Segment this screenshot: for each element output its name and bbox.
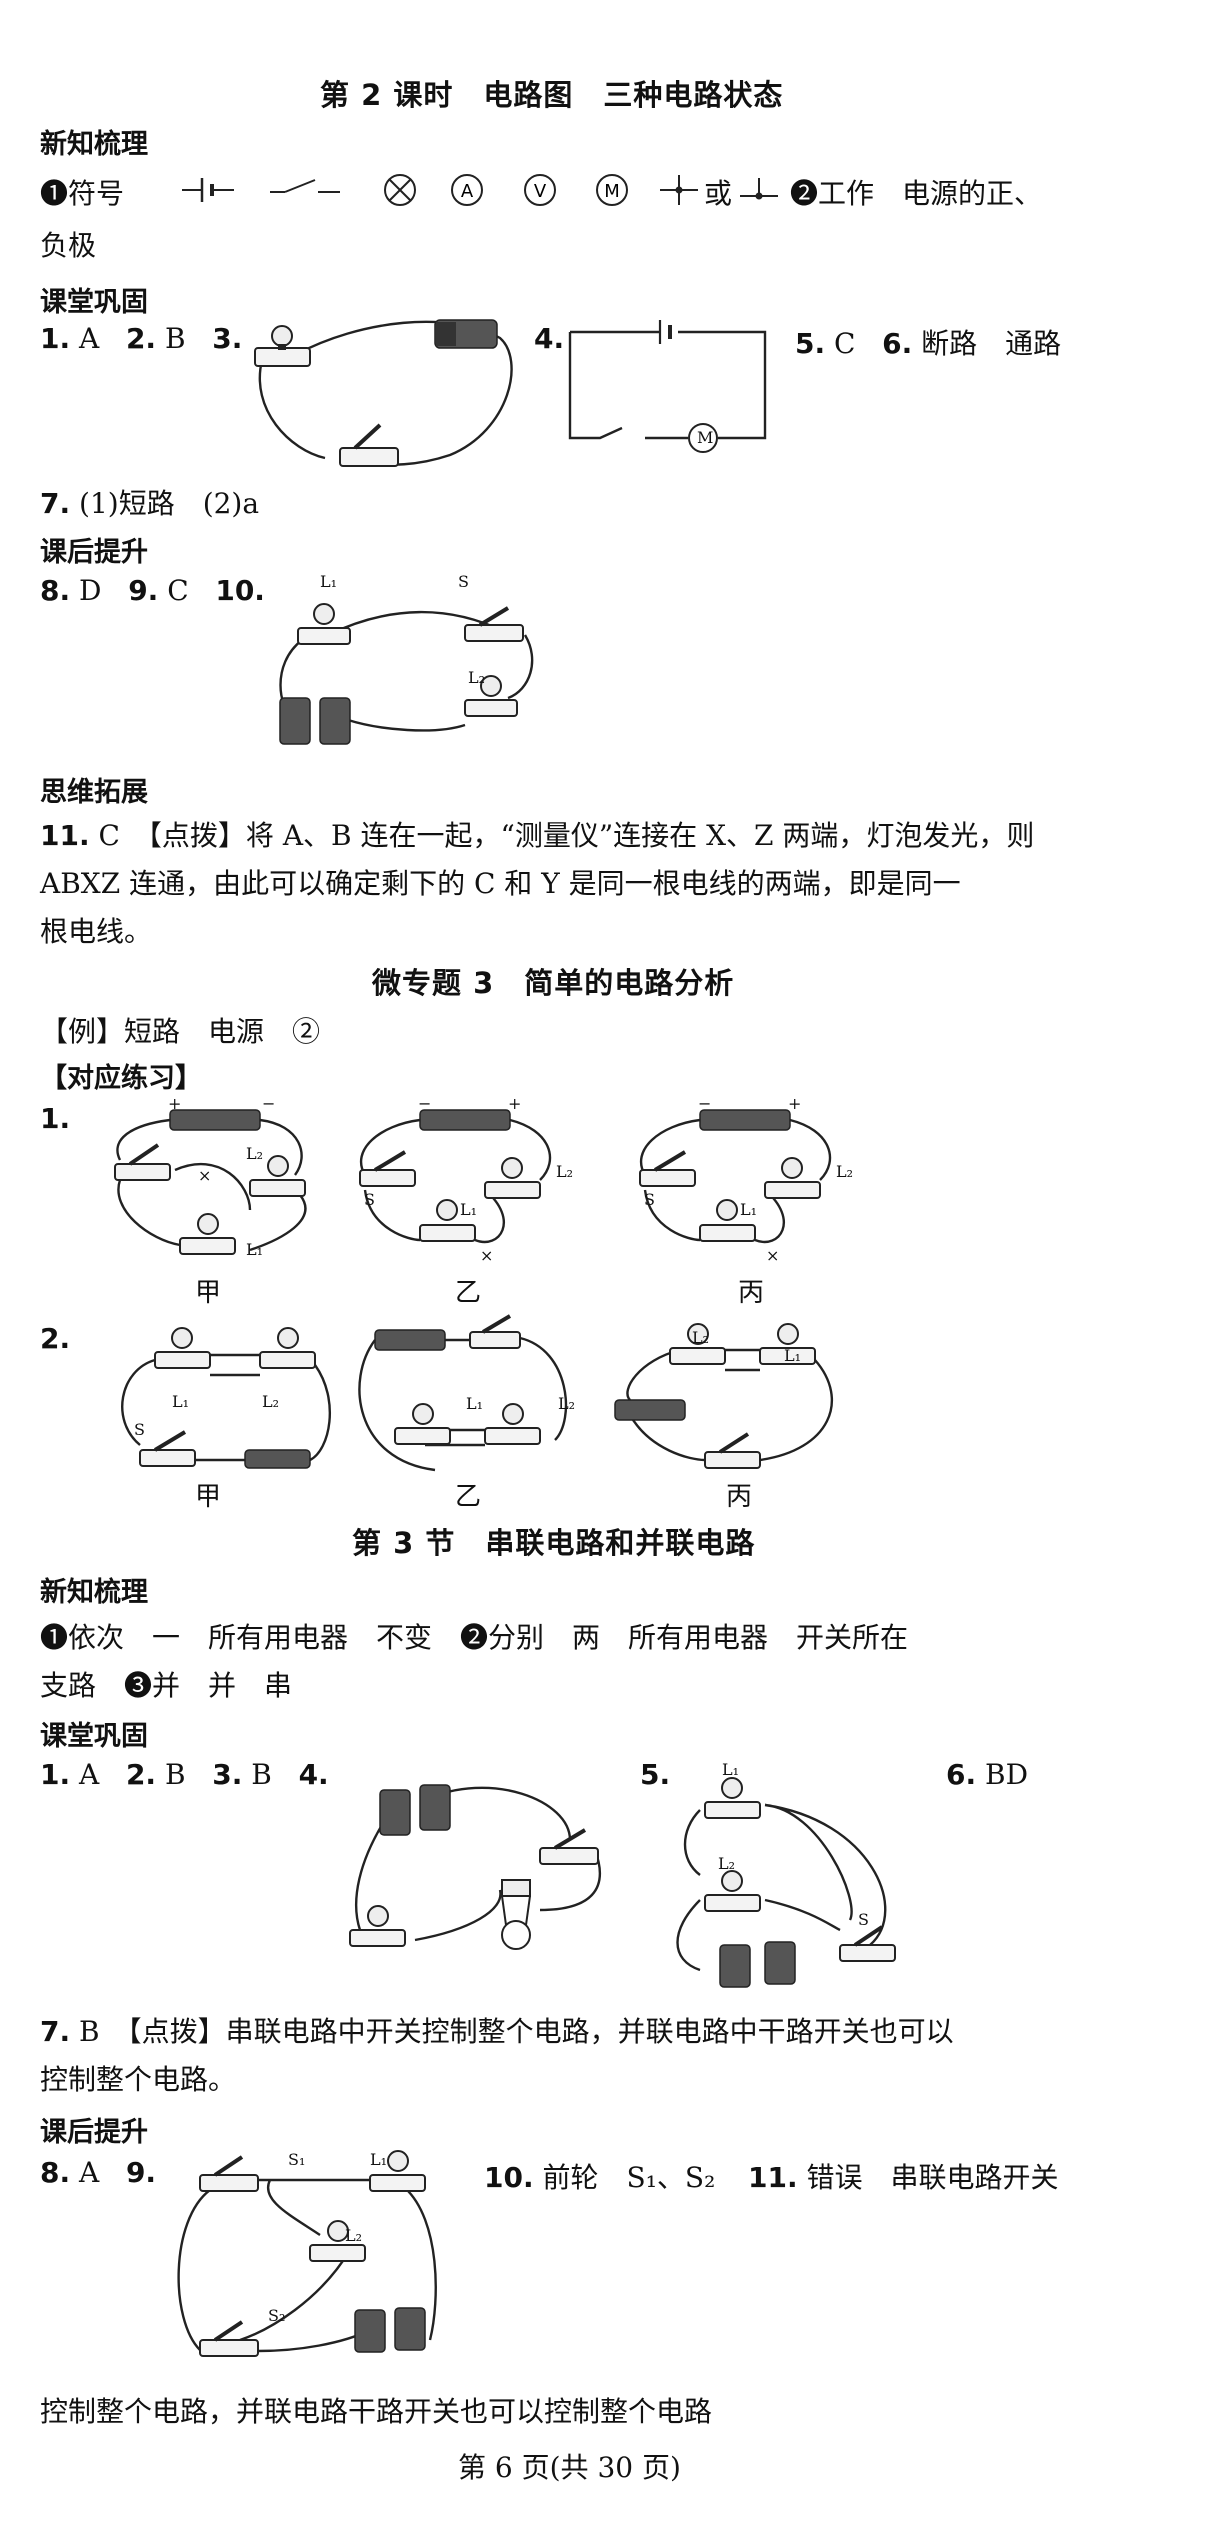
yi1-plus: + [508,1094,522,1113]
svg-text:V: V [534,181,547,202]
lesson3-answers-8-9: 8. A 9. [40,2156,157,2189]
bing1-L2: L₂ [836,1162,854,1181]
q9-S2: S₂ [268,2306,286,2325]
jia1-minus: − [262,1094,276,1113]
circuit-symbols: A V M [182,174,778,206]
q10-label-S: S [458,572,469,591]
lesson3-line2: 支路 ❸并 并 串 [40,1669,293,1702]
micro3-q1: 1. [40,1102,71,1135]
work-text: ❷工作 电源的正、 [790,177,1043,210]
answer-11-line3: 根电线。 [40,915,153,948]
jia1-L2: L₂ [246,1144,264,1163]
lesson3-q4-drawing [349,1784,601,1950]
junction-symbol-icon [660,175,698,205]
yi1-minus: − [418,1094,432,1113]
yi1-L1: L₁ [460,1200,478,1219]
jia2-L2: L₂ [262,1392,280,1411]
heading-xinzhi-3: 新知梳理 [40,1577,148,1608]
q4-motor-label: M [697,428,714,447]
symbol-line-prefix: ❶符号 [40,177,125,210]
caption-yi-2: 乙 [455,1482,482,1512]
lesson3-answer-6: 6. BD [946,1758,1029,1791]
bing2-L2: L₂ [692,1328,710,1347]
lesson3-line1: ❶依次 一 所有用电器 不变 ❷分别 两 所有用电器 开关所在 [40,1621,909,1654]
motor-symbol-icon: M [596,174,628,206]
page-footer: 第 6 页(共 30 页) [458,2451,681,2484]
micro3-q1-diagrams [114,1109,832,1255]
lesson3-answer-11-line2: 控制整个电路，并联电路干路开关也可以控制整个电路 [40,2395,713,2428]
lamp-symbol-icon [384,174,416,206]
micro3-q2: 2. [40,1322,71,1355]
heading-kehou-3: 课后提升 [40,2117,148,2148]
answers-5-6: 5. C 6. 断路 通路 [795,327,1062,360]
q9-S1: S₁ [288,2150,306,2169]
caption-jia-2: 甲 [195,1482,222,1512]
answer-7: 7. (1)短路 (2)a [40,487,260,520]
answers-1-3: 1. A 2. B 3. [40,322,243,355]
caption-yi-1: 乙 [455,1278,482,1308]
lesson2-title: 第 2 课时 电路图 三种电路状态 [320,78,784,112]
jia2-L1: L₁ [172,1392,190,1411]
q4-circuit-diagram [568,320,767,453]
heading-ketang: 课堂巩固 [40,287,148,318]
yi2-L2: L₂ [558,1394,576,1413]
lesson3-answer-7-line1: 7. B 【点拨】串联电路中开关控制整个电路，并联电路中干路开关也可以 [40,2015,954,2048]
lesson3-title: 第 3 节 串联电路和并联电路 [352,1526,756,1560]
yi2-L1: L₁ [466,1394,484,1413]
jia1-cross: × [198,1166,212,1185]
lesson3-answer-7-line2: 控制整个电路。 [40,2063,237,2096]
jia1-L1: L₁ [246,1240,264,1259]
q5-S: S [858,1910,869,1929]
micro3-q2-diagrams [121,1314,833,1472]
jia2-S: S [134,1420,145,1439]
example-answer: 【例】短路 电源 ② [40,1015,321,1048]
q10-label-L2: L₂ [468,668,486,687]
bing2-L1: L₁ [784,1346,802,1365]
jia1-plus: + [168,1094,182,1113]
q10-circuit-drawing [279,603,534,745]
ammeter-symbol-icon: A [451,174,483,206]
micro3-title: 微专题 3 简单的电路分析 [372,966,735,1000]
bing1-minus: − [698,1094,712,1113]
svg-text:M: M [604,181,620,202]
lesson3-q9-drawing [177,2150,437,2357]
heading-xinzhi: 新知梳理 [40,129,148,160]
bing1-L1: L₁ [740,1200,758,1219]
lesson3-q5-drawing [676,1777,896,1988]
switch-symbol-icon [270,179,340,193]
yi1-L2: L₂ [556,1162,574,1181]
lesson3-answer-10: 10. 前轮 S₁、S₂ [484,2161,716,2194]
caption-bing-2: 丙 [726,1482,753,1512]
lesson3-answers-1-4: 1. A 2. B 3. B 4. [40,1758,329,1791]
yi1-S: S [364,1190,375,1209]
bing1-plus: + [788,1094,802,1113]
or-text: 或 [704,177,733,210]
yi1-cross: × [480,1246,494,1265]
q4-number: 4. [534,322,565,355]
caption-bing-1: 丙 [738,1278,765,1308]
q5-L1: L₁ [722,1760,740,1779]
q5-L2: L₂ [718,1854,736,1873]
lesson3-answer-11: 11. 错误 串联电路开关 [748,2161,1059,2194]
answer-11-line2: ABXZ 连通，由此可以确定剩下的 C 和 Y 是同一根电线的两端，即是同一 [40,867,961,900]
lesson3-q5-number: 5. [640,1758,671,1791]
heading-ketang-3: 课堂巩固 [40,1721,148,1752]
q3-circuit-drawing [254,319,513,467]
q10-label-L1: L₁ [320,572,338,591]
q9-L2: L₂ [345,2226,363,2245]
answers-8-10: 8. D 9. C 10. [40,574,265,607]
practice-heading: 【对应练习】 [40,1063,202,1094]
answer-11-line1: 11. C 【点拨】将 A、B 连在一起，“测量仪”连接在 X、Z 两端，灯泡发… [40,819,1035,852]
svg-text:A: A [461,181,474,202]
caption-jia-1: 甲 [195,1278,222,1308]
negative-pole-text: 负极 [40,229,97,262]
heading-siwei: 思维拓展 [40,777,148,808]
bing1-cross: × [766,1246,780,1265]
q9-L1: L₁ [370,2150,388,2169]
heading-kehou: 课后提升 [40,537,148,568]
battery-symbol-icon [182,178,234,202]
voltmeter-symbol-icon: V [524,174,556,206]
bing1-S: S [644,1190,655,1209]
junction-t-symbol-icon [740,178,778,200]
